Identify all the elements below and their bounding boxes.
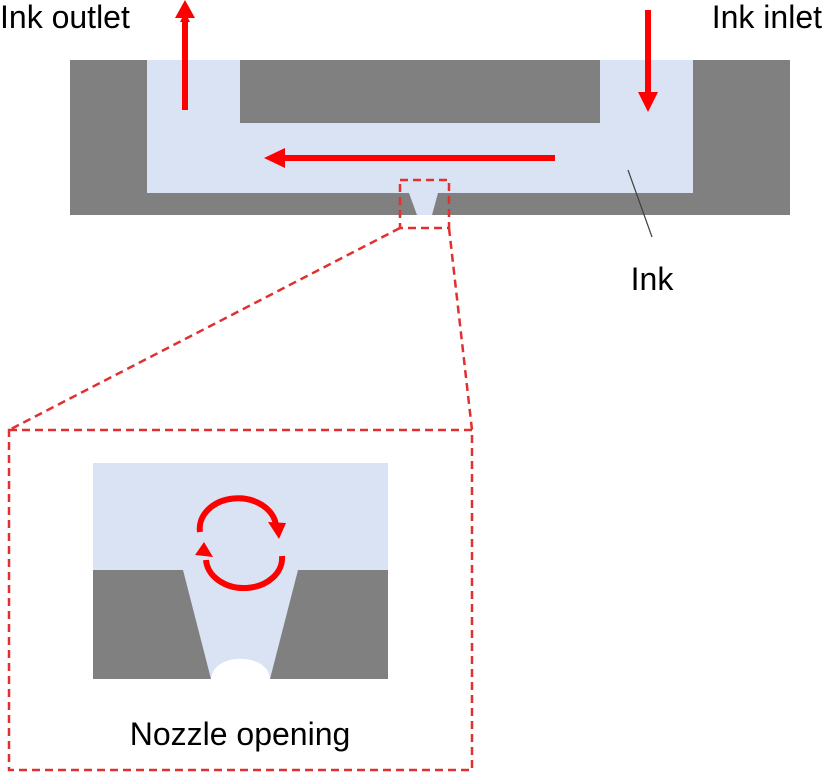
circulation-arrowhead-top	[268, 522, 286, 539]
printhead-cross-section	[70, 60, 790, 215]
detail-wall-left	[93, 570, 211, 679]
circulation-arrow-bottom	[203, 555, 286, 592]
zoom-line-left	[8, 226, 401, 432]
circulation-arrow-top	[196, 495, 279, 533]
ink-label: Ink	[631, 261, 675, 297]
inlet-arrowhead	[638, 92, 658, 112]
ink-leader-line	[627, 169, 653, 238]
nozzle-channel	[409, 193, 438, 215]
nozzle-meniscus	[211, 658, 270, 679]
nozzle-opening-label: Nozzle opening	[130, 716, 351, 752]
zoom-source-box	[398, 178, 451, 230]
zoom-detail-box	[7, 428, 474, 772]
detail-wall-right	[270, 570, 388, 679]
outlet-arrowhead	[175, 0, 195, 18]
ink-outlet-label: Ink outlet	[0, 0, 130, 35]
circulation-arrowhead-bottom	[195, 542, 213, 557]
ink-inlet-label: Ink inlet	[712, 0, 822, 35]
channel-flow-arrowhead	[264, 148, 285, 168]
zoom-line-right	[447, 227, 474, 431]
